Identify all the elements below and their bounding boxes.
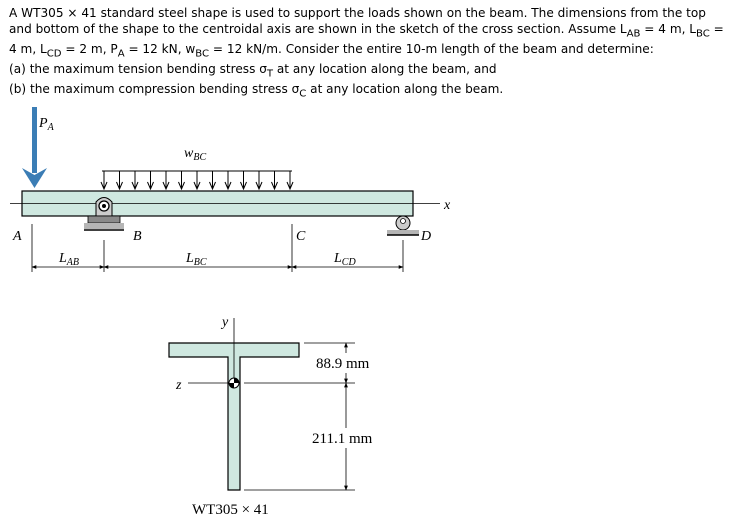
subscript: BC (696, 28, 710, 39)
label-L-BC: LBC (185, 251, 207, 268)
dimension-lines (31, 224, 404, 272)
tee-cross-section (168, 342, 300, 491)
dim-bottom-bg (308, 428, 382, 448)
roller-support-D (387, 215, 419, 236)
udl-arrowhead (147, 181, 154, 191)
problem-text: = 2 m, P (61, 41, 118, 56)
label-L-AB: LAB (58, 251, 79, 268)
problem-text: (b) the maximum compression bending stre… (9, 81, 300, 96)
pin-support-B (84, 197, 124, 231)
problem-text: = (709, 21, 724, 36)
problem-text: = 12 kN/m. Consider the entire 10-m leng… (209, 41, 654, 56)
label-P: PA (38, 116, 55, 133)
problem-line-1: A WT305 × 41 standard steel shape is use… (9, 6, 725, 22)
subscript: CD (46, 48, 62, 59)
label-A: A (12, 229, 22, 244)
udl-arrowhead (286, 181, 294, 191)
subscript: A (117, 48, 125, 59)
point-load-arrow (22, 107, 47, 188)
problem-text: at any location along the beam. (306, 81, 504, 96)
udl-arrowhead (209, 181, 216, 191)
udl-arrowhead (193, 181, 201, 191)
problem-text: (a) the maximum tension bending stress σ (9, 61, 267, 76)
label-L-CD: LCD (333, 251, 356, 268)
udl-arrowhead (255, 181, 263, 191)
beam (10, 190, 440, 217)
udl-arrowhead (100, 181, 108, 191)
section-dimensions (244, 342, 355, 491)
problem-line-2: and bottom of the shape to the centroida… (9, 22, 725, 42)
subscript: AB (626, 28, 641, 39)
udl-arrowhead (116, 181, 123, 191)
udl-arrowhead (271, 181, 278, 191)
part-a: (a) the maximum tension bending stress σ… (9, 62, 725, 82)
udl-arrowhead (131, 181, 139, 191)
label-D: D (420, 229, 431, 244)
problem-text: 4 m, L (9, 41, 47, 56)
part-b: (b) the maximum compression bending stre… (9, 82, 725, 102)
subscript: C (299, 88, 307, 99)
centroid-icon (228, 377, 240, 389)
distributed-load (100, 170, 294, 191)
label-y-axis: y (220, 315, 229, 330)
label-w: wBC (184, 146, 206, 163)
label-x-axis: x (443, 198, 451, 213)
subscript: BC (195, 48, 210, 59)
subscript: T (266, 68, 274, 79)
udl-arrowhead (224, 181, 232, 191)
udl-arrowhead (178, 181, 185, 191)
problem-text: and bottom of the shape to the centroida… (9, 21, 627, 36)
label-C: C (296, 229, 306, 244)
problem-text: = 12 kN, w (124, 41, 196, 56)
problem-text: at any location along the beam, and (273, 61, 497, 76)
label-B: B (133, 229, 142, 244)
label-z-axis: z (175, 378, 182, 393)
udl-arrowhead (162, 181, 170, 191)
udl-arrowhead (240, 181, 247, 191)
label-shape-name: WT305 × 41 (192, 502, 269, 518)
label-dim-top: 88.9 mm (316, 356, 370, 372)
problem-line-3: 4 m, LCD = 2 m, PA = 12 kN, wBC = 12 kN/… (9, 42, 725, 62)
section-axes (188, 318, 235, 384)
dim-top-bg (312, 353, 378, 373)
problem-text: = 4 m, L (640, 21, 697, 36)
problem-text: A WT305 × 41 standard steel shape is use… (9, 6, 706, 20)
problem-statement: A WT305 × 41 standard steel shape is use… (9, 6, 725, 102)
label-dim-bottom: 211.1 mm (312, 431, 373, 447)
